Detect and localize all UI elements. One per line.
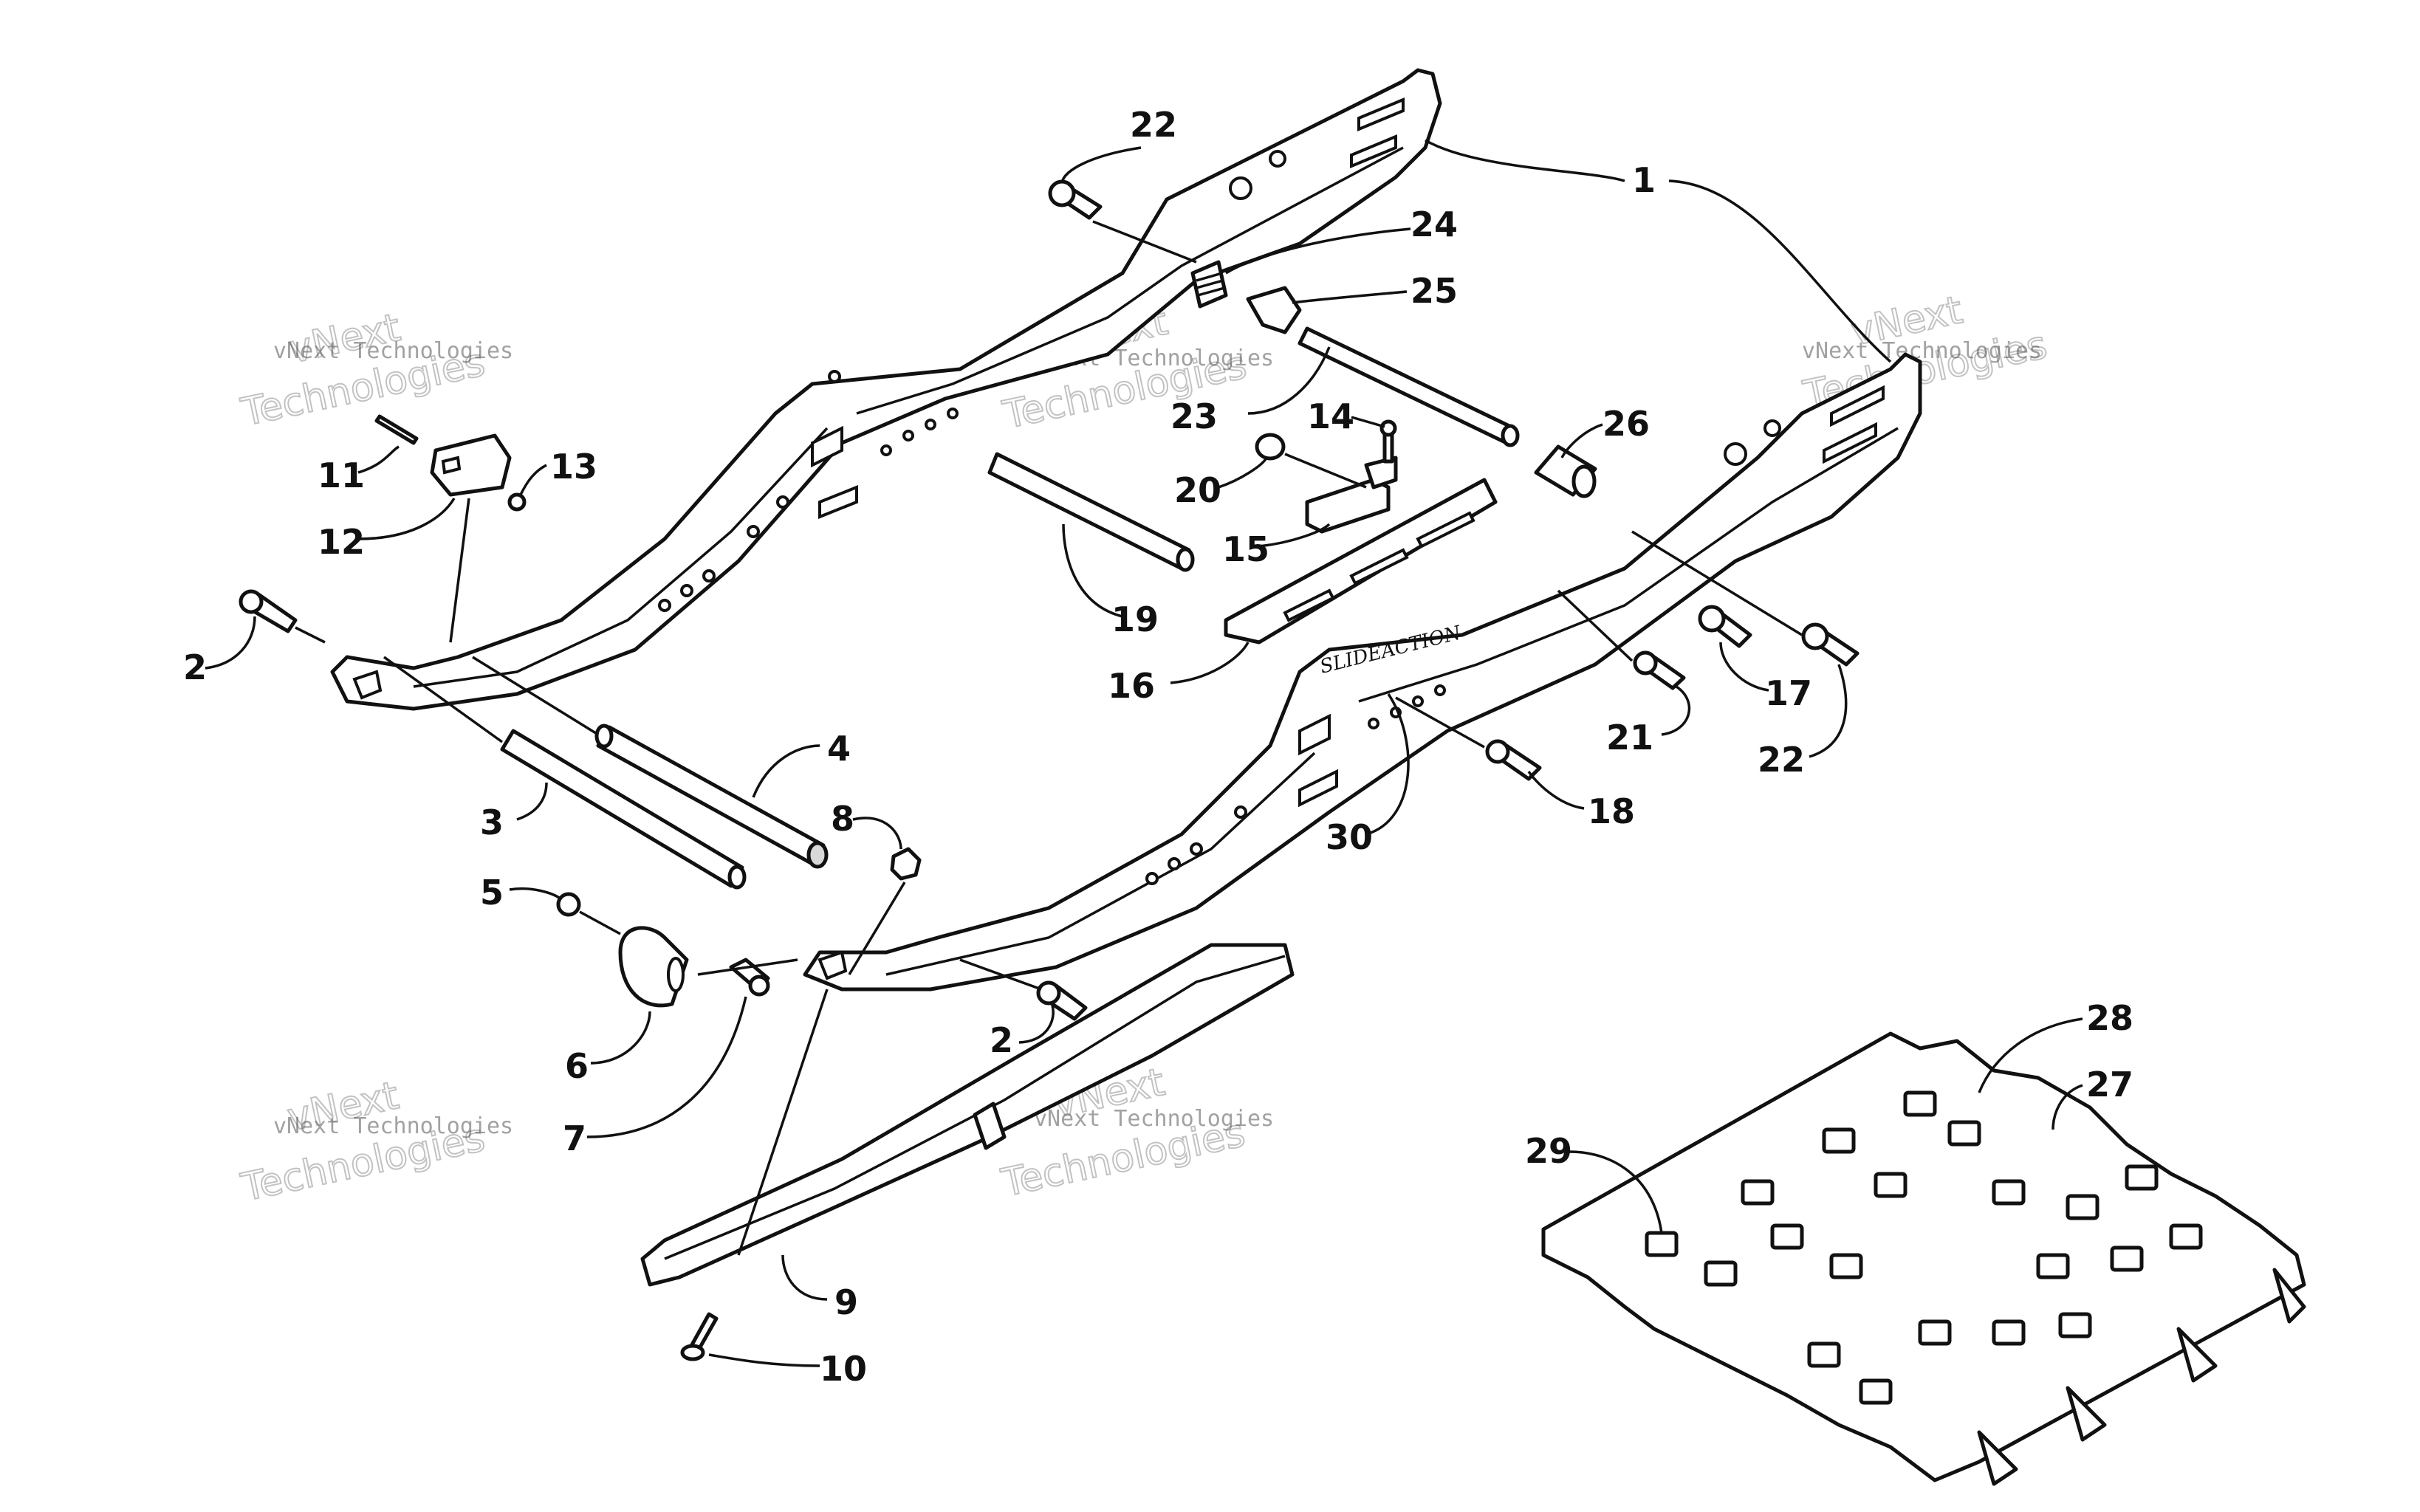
watermark-small: vNext Technologies xyxy=(1802,338,2042,364)
callout-2-lower: 2 xyxy=(990,1020,1013,1060)
spacer-26 xyxy=(1534,444,1597,498)
callout-5: 5 xyxy=(480,873,504,913)
callout-26: 26 xyxy=(1603,404,1650,444)
screw-14 xyxy=(1379,419,1397,464)
callout-19: 19 xyxy=(1111,599,1159,639)
callout-1: 1 xyxy=(1632,160,1656,200)
callout-12: 12 xyxy=(318,522,365,562)
nut-20 xyxy=(1255,433,1286,461)
callout-28: 28 xyxy=(2086,998,2133,1038)
bumper-6 xyxy=(618,926,689,1008)
shaft-23 xyxy=(1298,326,1520,447)
right-rail: SLIDEACTION xyxy=(803,352,1922,992)
slide-block-16 xyxy=(1224,478,1498,645)
bolt-22-top xyxy=(1048,179,1103,220)
leader-lines xyxy=(205,139,2083,1367)
shaft-3 xyxy=(500,729,747,890)
bolt-22-right xyxy=(1801,622,1859,667)
callout-4: 4 xyxy=(827,729,851,769)
callout-15: 15 xyxy=(1222,529,1269,569)
callout-24: 24 xyxy=(1410,205,1458,244)
left-rail xyxy=(330,68,1442,711)
watermark-small: vNext Technologies xyxy=(273,338,513,364)
bolt-18 xyxy=(1485,739,1542,781)
callout-6: 6 xyxy=(565,1046,589,1086)
bolt-17 xyxy=(1698,605,1752,648)
callout-labels: 1 2 2 3 4 5 6 7 8 9 10 11 12 13 14 15 16… xyxy=(183,105,2133,1389)
track-cleats xyxy=(1645,1090,2203,1405)
nut-8 xyxy=(890,847,922,881)
watermark-small: vNext Technologies xyxy=(273,1113,513,1139)
callout-14: 14 xyxy=(1307,396,1354,436)
callout-17: 17 xyxy=(1765,673,1812,713)
callout-16: 16 xyxy=(1108,666,1155,706)
nut-5 xyxy=(556,892,581,917)
bracket-25 xyxy=(1246,286,1302,334)
callout-23: 23 xyxy=(1170,396,1218,436)
track-section xyxy=(1541,1031,2306,1486)
callout-22-top: 22 xyxy=(1130,105,1177,145)
pin-11 xyxy=(374,414,419,445)
shaft-19 xyxy=(987,452,1195,572)
callout-29: 29 xyxy=(1525,1131,1572,1171)
bumper-12 xyxy=(430,433,512,497)
callout-8: 8 xyxy=(831,799,854,839)
bolt-21 xyxy=(1633,650,1686,690)
callout-20: 20 xyxy=(1174,470,1221,510)
bolt-2-upper xyxy=(239,589,298,633)
callout-11: 11 xyxy=(318,456,365,495)
callout-13: 13 xyxy=(550,447,597,487)
callout-21: 21 xyxy=(1606,718,1653,757)
callout-27: 27 xyxy=(2086,1065,2133,1104)
callout-18: 18 xyxy=(1588,791,1635,831)
watermark-small: vNext Technologies xyxy=(1034,1106,1274,1132)
washer-13 xyxy=(507,492,527,512)
callout-2-upper: 2 xyxy=(183,647,207,687)
callout-10: 10 xyxy=(820,1349,867,1389)
callout-25: 25 xyxy=(1410,271,1458,311)
bolt-2-lower xyxy=(1036,980,1088,1021)
screw-10 xyxy=(680,1312,719,1361)
callout-7: 7 xyxy=(563,1118,586,1158)
callout-9: 9 xyxy=(834,1282,858,1322)
spring-24 xyxy=(1190,260,1228,309)
wear-strip-9 xyxy=(640,943,1295,1287)
callout-3: 3 xyxy=(480,803,504,842)
shaft-4 xyxy=(594,724,829,869)
callout-22-right: 22 xyxy=(1758,740,1805,780)
callout-30: 30 xyxy=(1326,817,1373,857)
